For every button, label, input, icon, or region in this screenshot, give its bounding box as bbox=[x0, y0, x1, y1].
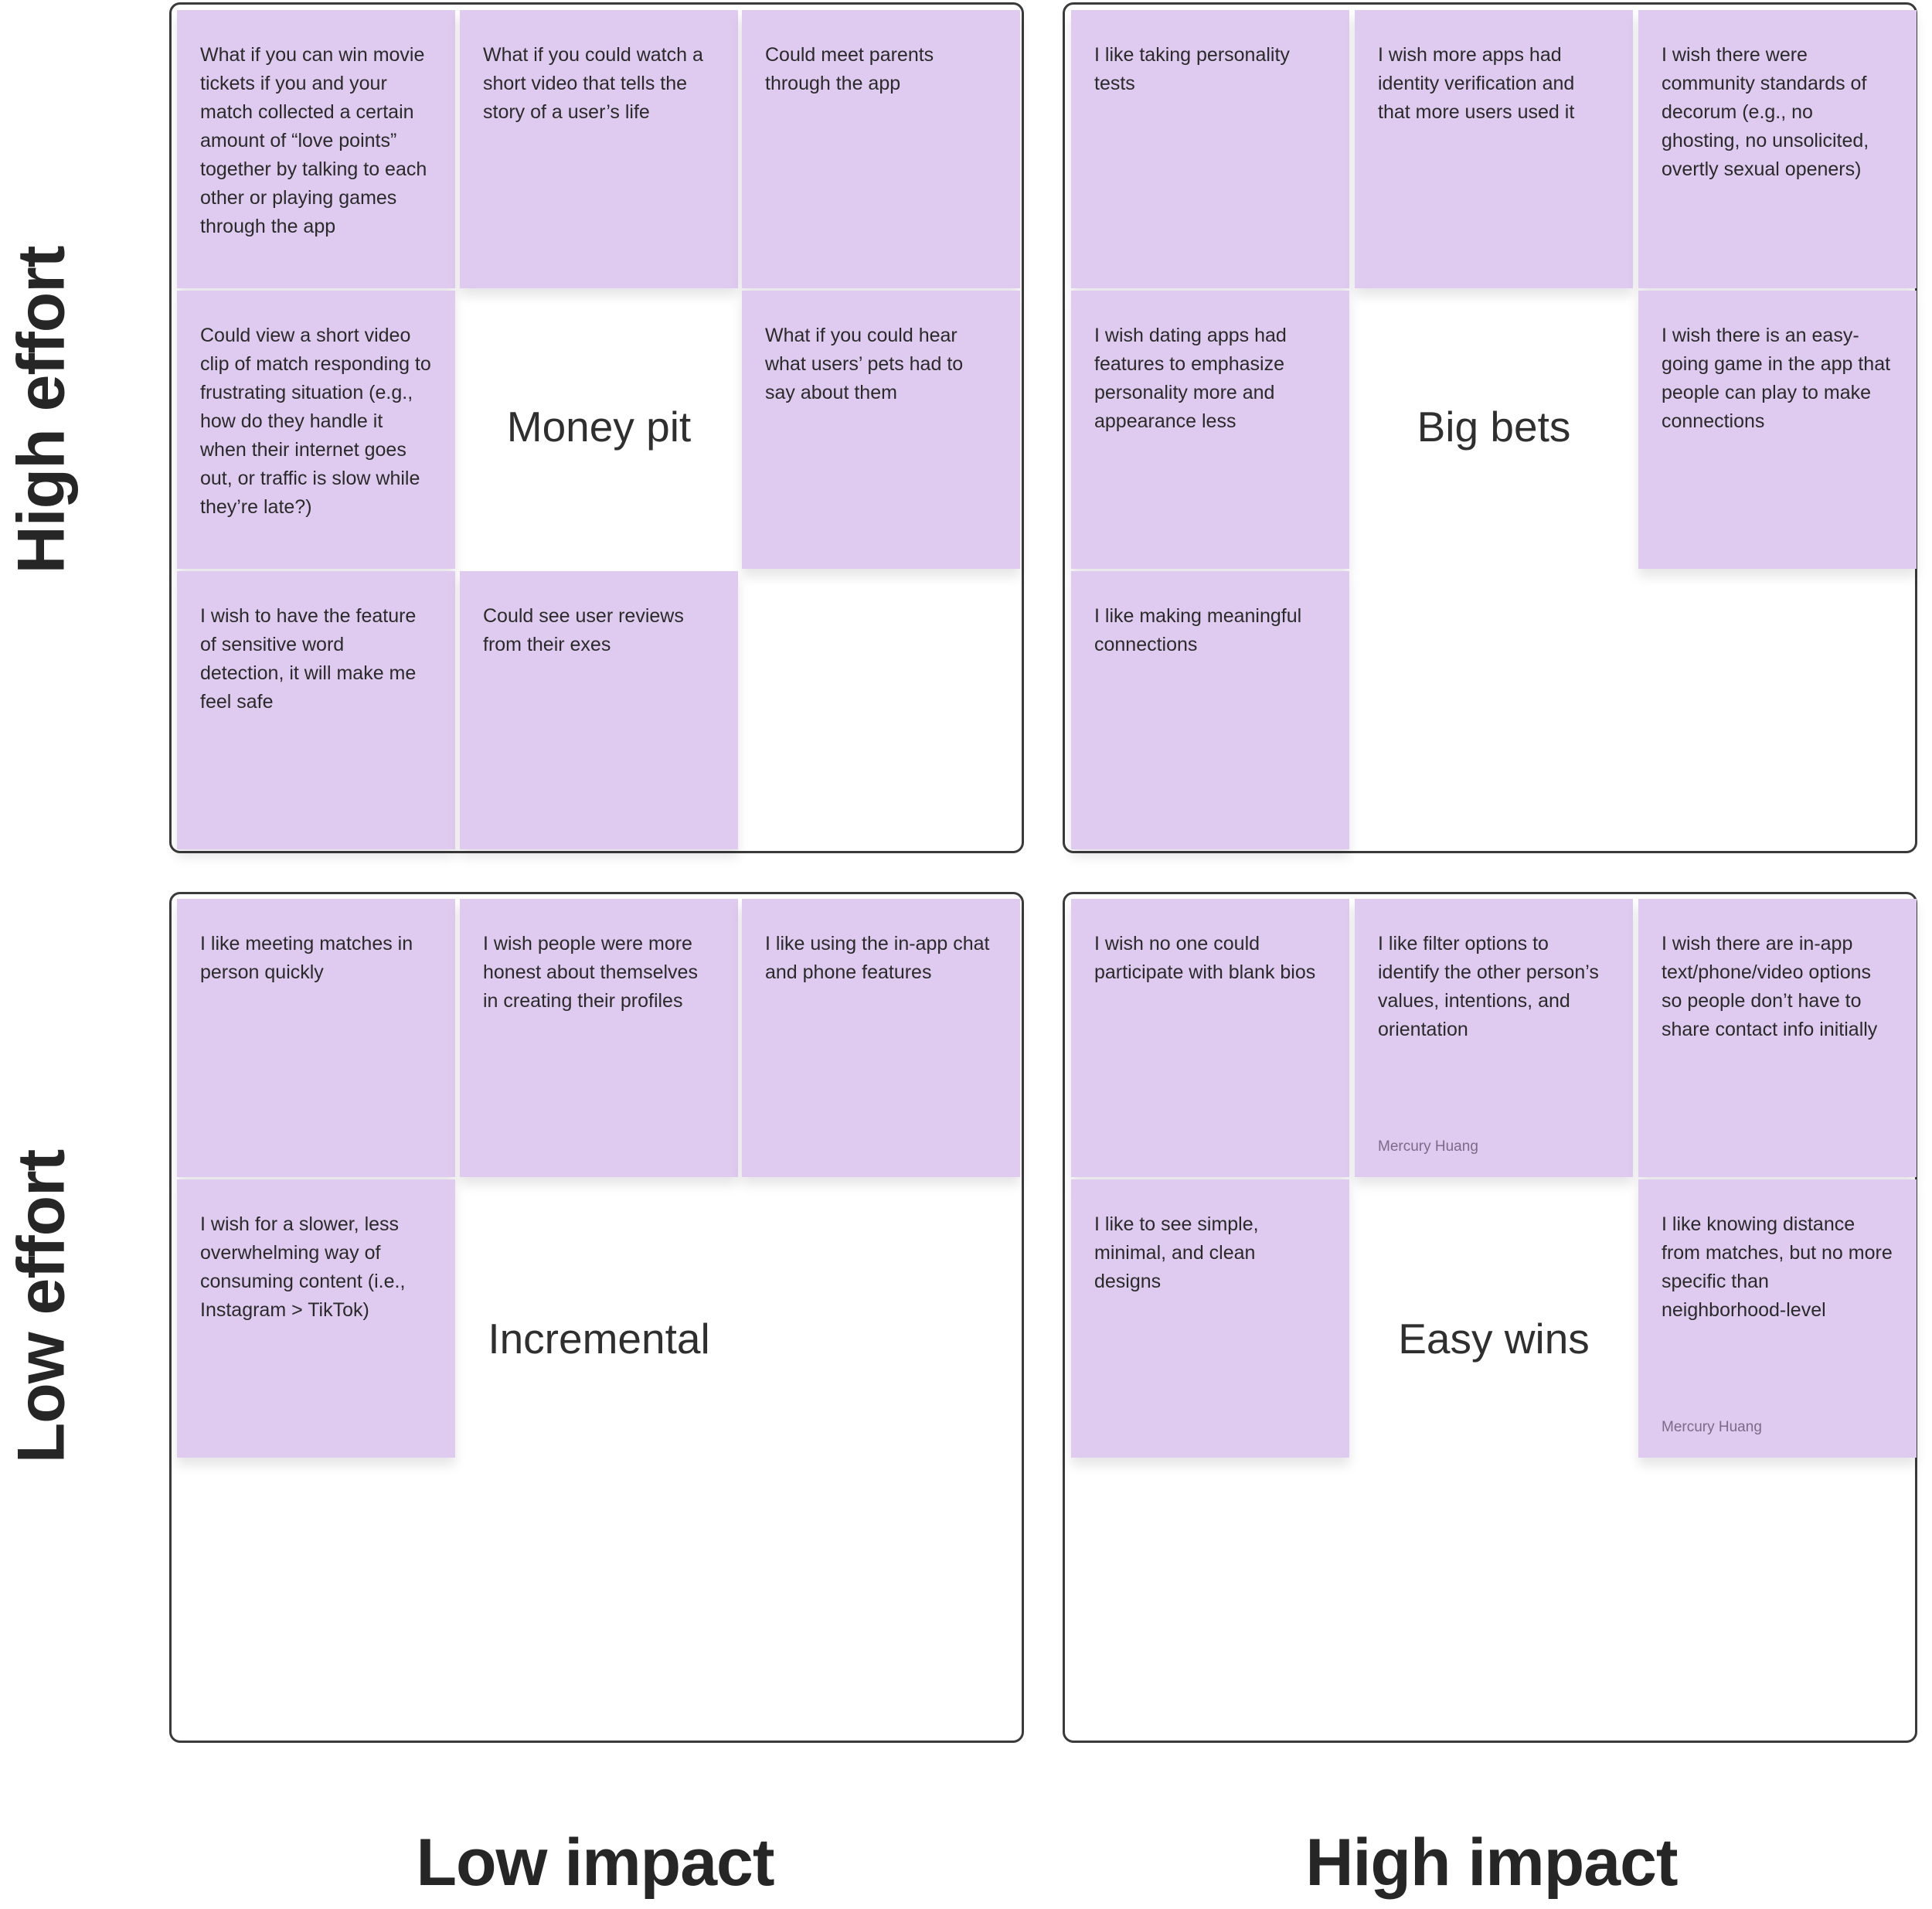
sticky-note[interactable]: Could view a short video clip of match r… bbox=[177, 291, 455, 569]
money-pit-title: Money pit bbox=[506, 403, 692, 451]
sticky-note[interactable]: I wish there is an easy-going game in th… bbox=[1638, 291, 1917, 569]
sticky-note[interactable]: I like to see simple, minimal, and clean… bbox=[1071, 1179, 1349, 1458]
sticky-note[interactable]: What if you can win movie tickets if you… bbox=[177, 10, 455, 288]
sticky-note[interactable]: I like knowing distance from matches, bu… bbox=[1638, 1179, 1917, 1458]
sticky-note[interactable]: I wish people were more honest about the… bbox=[460, 899, 738, 1177]
low-effort-axis-label: Low effort bbox=[4, 1149, 79, 1463]
sticky-note[interactable]: I like using the in-app chat and phone f… bbox=[742, 899, 1020, 1177]
sticky-note[interactable]: I wish no one could participate with bla… bbox=[1071, 899, 1349, 1177]
high-impact-axis-label: High impact bbox=[1305, 1825, 1678, 1900]
sticky-note[interactable]: I wish more apps had identity verificati… bbox=[1355, 10, 1633, 288]
note-author: Mercury Huang bbox=[1378, 1138, 1478, 1155]
easy-wins-title: Easy wins bbox=[1398, 1315, 1590, 1363]
sticky-note[interactable]: I like making meaningful connections bbox=[1071, 571, 1349, 849]
sticky-note[interactable]: I wish there are in-app text/phone/video… bbox=[1638, 899, 1917, 1177]
incremental-title: Incremental bbox=[488, 1315, 710, 1363]
sticky-note[interactable]: Could see user reviews from their exes bbox=[460, 571, 738, 849]
sticky-note[interactable]: Could meet parents through the app bbox=[742, 10, 1020, 288]
sticky-note[interactable]: I like taking personality tests bbox=[1071, 10, 1349, 288]
sticky-note[interactable]: What if you could watch a short video th… bbox=[460, 10, 738, 288]
big-bets-title: Big bets bbox=[1417, 403, 1571, 451]
sticky-note[interactable]: I wish for a slower, less overwhelming w… bbox=[177, 1179, 455, 1458]
note-author: Mercury Huang bbox=[1662, 1419, 1762, 1435]
sticky-note[interactable]: I wish dating apps had features to empha… bbox=[1071, 291, 1349, 569]
sticky-note[interactable]: What if you could hear what users’ pets … bbox=[742, 291, 1020, 569]
sticky-note[interactable]: I like filter options to identify the ot… bbox=[1355, 899, 1633, 1177]
sticky-note[interactable]: I wish there were community standards of… bbox=[1638, 10, 1917, 288]
sticky-note[interactable]: I like meeting matches in person quickly bbox=[177, 899, 455, 1177]
high-effort-axis-label: High effort bbox=[4, 246, 79, 573]
sticky-note[interactable]: I wish to have the feature of sensitive … bbox=[177, 571, 455, 849]
low-impact-axis-label: Low impact bbox=[416, 1825, 774, 1900]
